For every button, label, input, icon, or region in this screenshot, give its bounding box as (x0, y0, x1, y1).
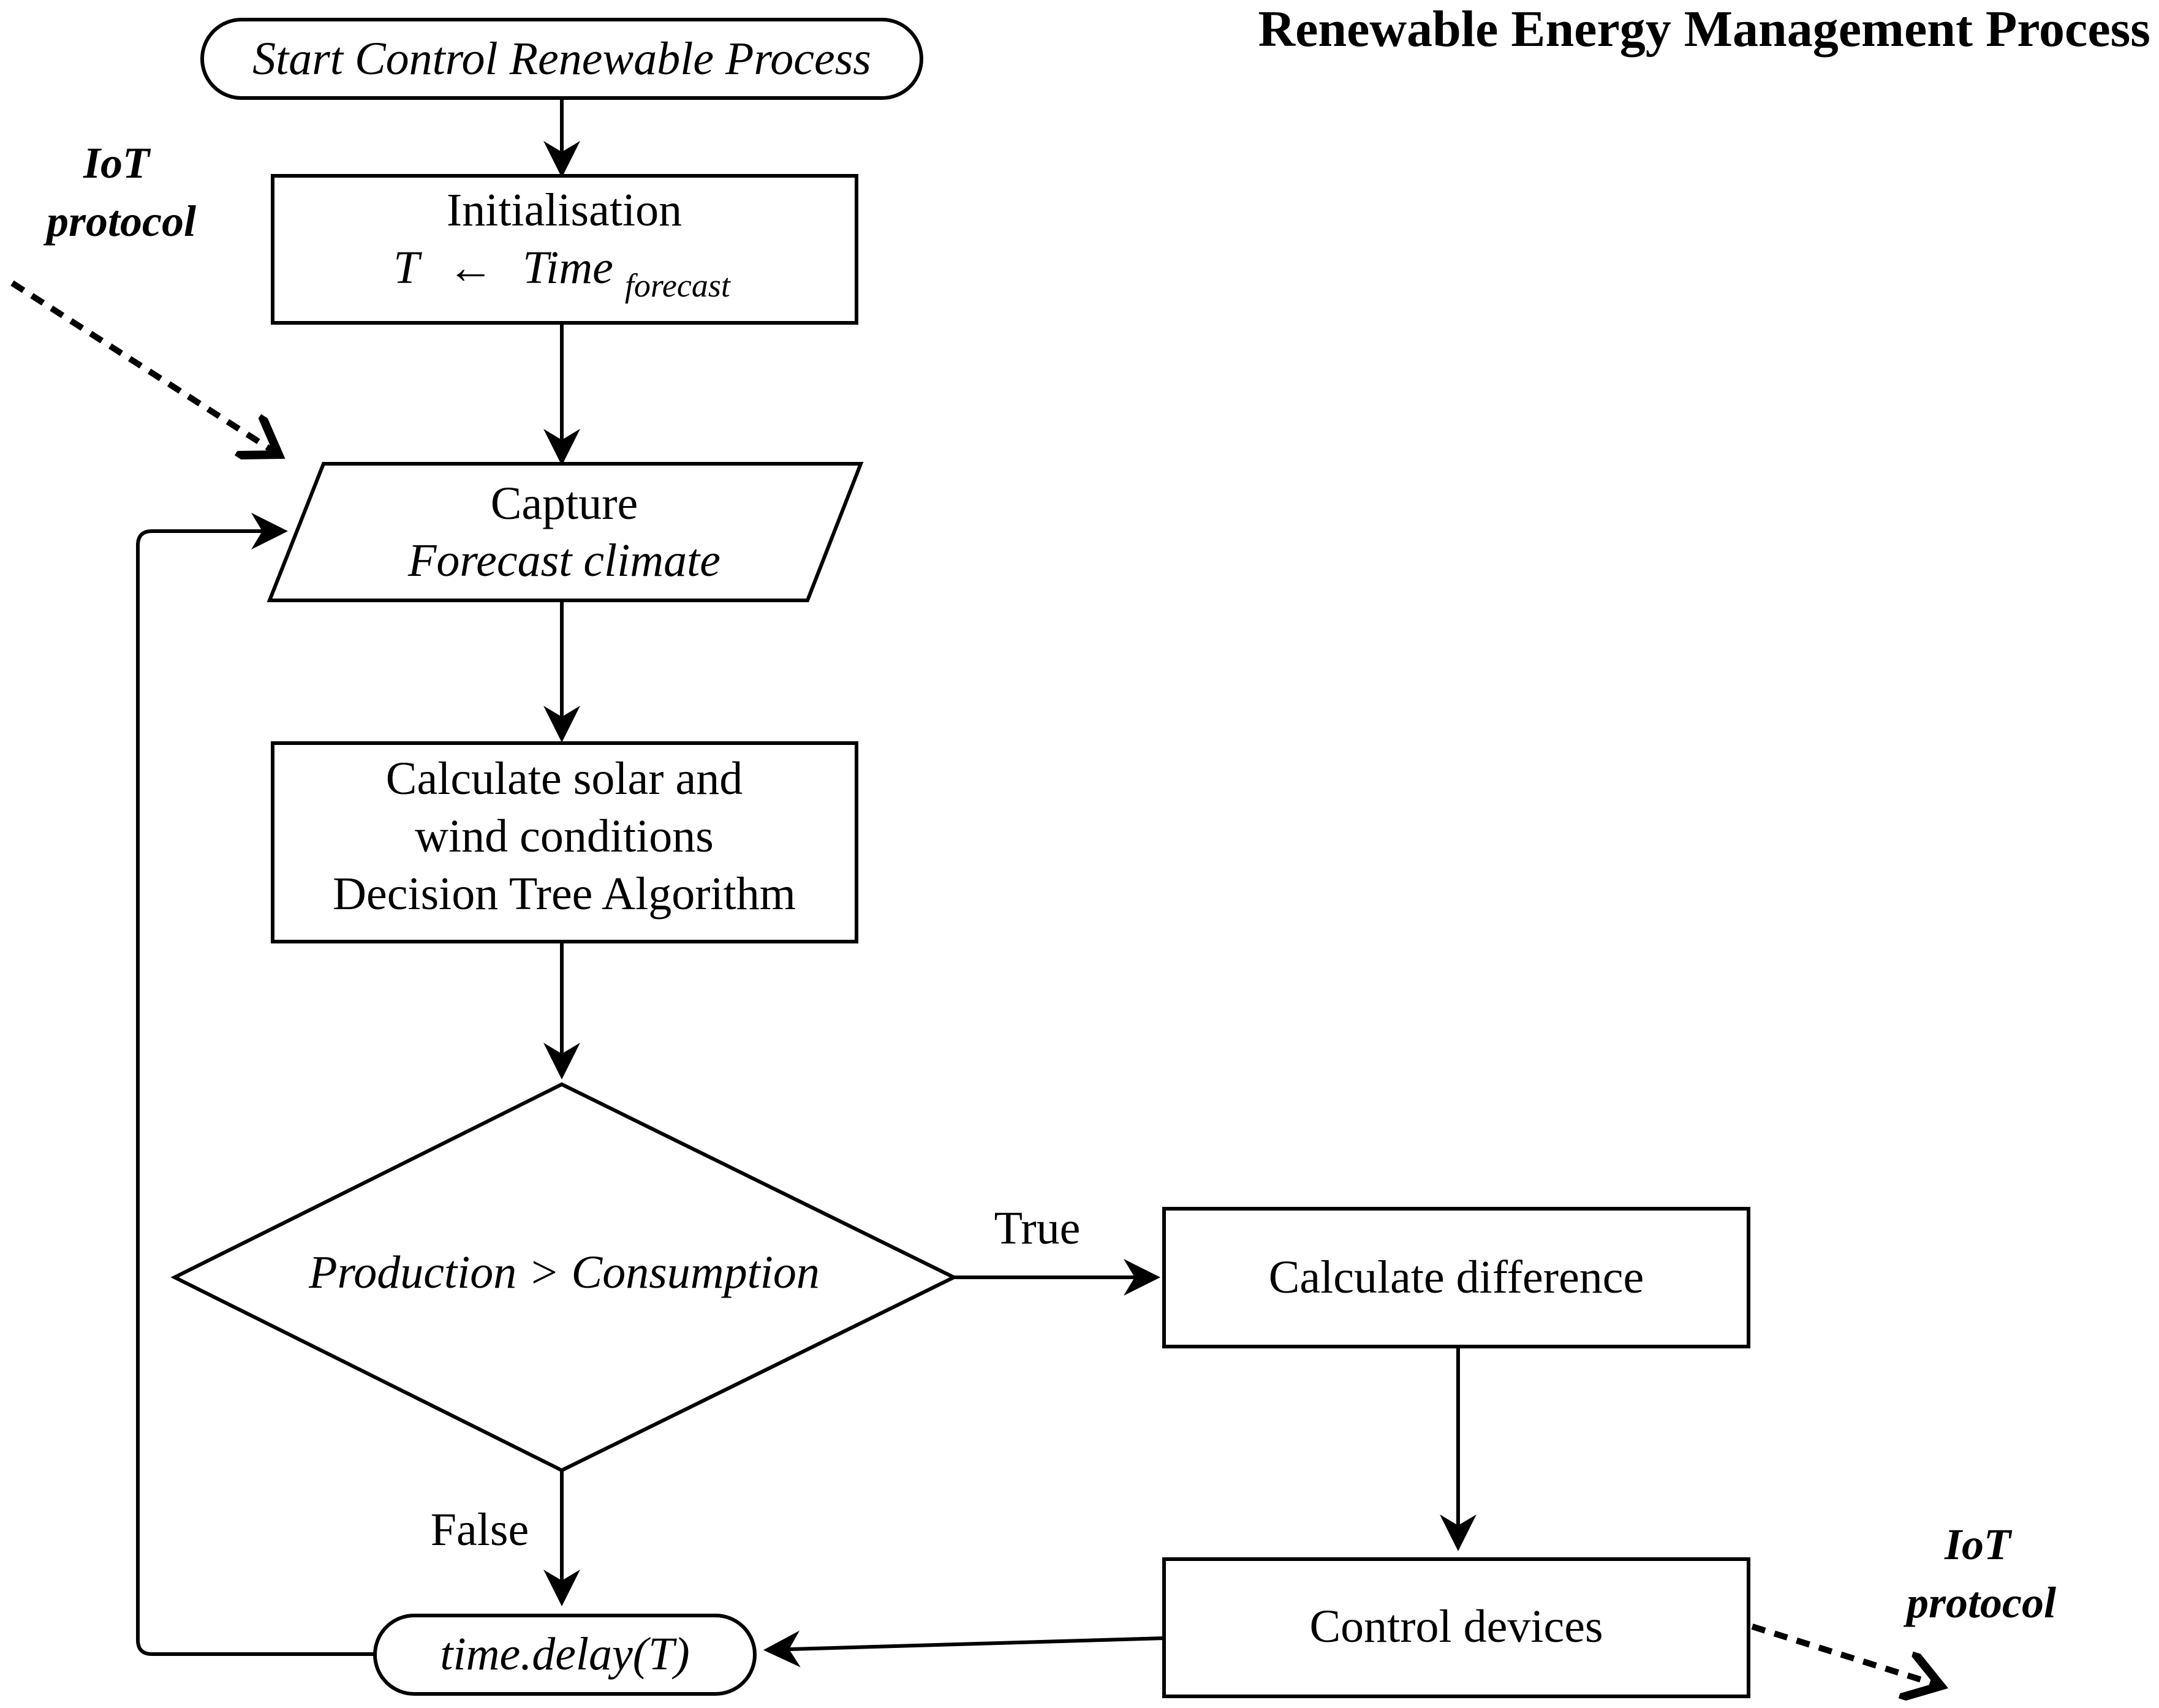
iot-right-line-2: protocol (1903, 1578, 2056, 1627)
delay-terminal: time.delay(T) (373, 1614, 757, 1696)
calculate-process-box: Calculate solar and wind conditions Deci… (271, 741, 858, 943)
edge-loop-back (136, 513, 375, 1656)
start-terminal: Start Control Renewable Process (200, 18, 923, 100)
iot-output-dashed-arrow (1751, 1623, 1941, 1686)
capture-title: Capture (491, 478, 638, 529)
init-process-box: Initialisation T ← Time forecast (271, 174, 858, 325)
iot-left-line-2: protocol (43, 197, 196, 246)
edge-label-false: False (431, 1504, 529, 1555)
diagram-title: Renewable Energy Management Process (1258, 1, 2150, 58)
start-label: Start Control Renewable Process (252, 33, 871, 85)
difference-process-box: Calculate difference (1162, 1207, 1750, 1348)
decision-label: Production > Consumption (308, 1247, 820, 1298)
difference-label: Calculate difference (1269, 1252, 1644, 1303)
init-title: Initialisation (447, 184, 682, 236)
control-label: Control devices (1309, 1601, 1603, 1652)
iot-input-dashed-arrow (10, 280, 279, 455)
init-var: T (393, 242, 422, 293)
init-arrow: ← (447, 242, 494, 293)
iot-left-line-1: IoT (83, 138, 151, 187)
init-assignment: T ← Time forecast (393, 242, 732, 304)
delay-label: time.delay(T) (440, 1628, 689, 1680)
decision-diamond: Production > Consumption (170, 1082, 958, 1473)
init-subscript: forecast (625, 267, 732, 304)
capture-input-box: Capture Forecast climate (267, 462, 864, 602)
iot-right-line-1: IoT (1944, 1520, 2013, 1569)
calculate-line-1: Calculate solar and (386, 753, 743, 804)
edge-label-true: True (994, 1203, 1081, 1254)
iot-annotation-right: IoT protocol (1903, 1520, 2056, 1627)
calculate-line-2: wind conditions (415, 811, 714, 862)
edge-control-to-delay (763, 1630, 1165, 1668)
capture-subtitle: Forecast climate (407, 535, 720, 586)
init-time: Time (523, 242, 613, 293)
calculate-line-3: Decision Tree Algorithm (333, 868, 796, 920)
control-process-box: Control devices (1162, 1557, 1750, 1698)
iot-annotation-left: IoT protocol (43, 138, 196, 246)
